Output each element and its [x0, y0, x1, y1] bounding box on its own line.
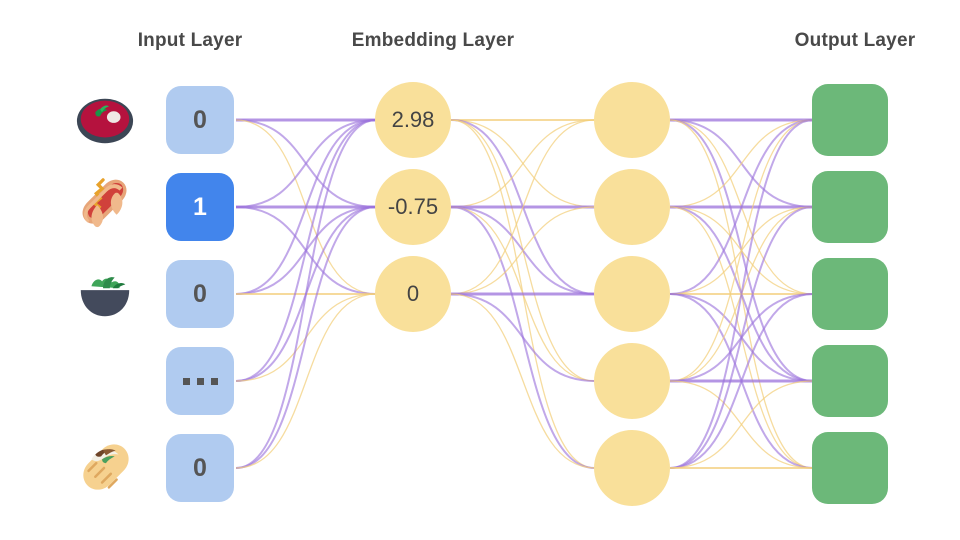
input-node-2[interactable]: 0	[166, 260, 234, 328]
input-node-1[interactable]: 1	[166, 173, 234, 241]
input-layer-title: Input Layer	[137, 30, 243, 51]
hidden-node-3[interactable]	[594, 343, 670, 419]
output-node-2[interactable]	[812, 258, 888, 330]
embedding-node-2[interactable]: 0	[375, 256, 451, 332]
hidden-node-1[interactable]	[594, 169, 670, 245]
stew-bowl-icon	[76, 98, 134, 144]
embedding-node-0[interactable]: 2.98	[375, 82, 451, 158]
input-node-value: 0	[193, 453, 207, 482]
embedding-node-value: 0	[406, 281, 420, 306]
hidden-node-2[interactable]	[594, 256, 670, 332]
output-layer-title: Output Layer	[794, 30, 916, 51]
input-node-value: 0	[193, 279, 207, 308]
embedding-node-value: 2.98	[391, 107, 435, 132]
embedding-node-1[interactable]: -0.75	[375, 169, 451, 245]
green-salad-icon	[80, 277, 130, 317]
input-node-ellipsis[interactable]	[166, 347, 234, 415]
embedding-node-value: -0.75	[387, 194, 439, 219]
burrito-icon	[83, 444, 129, 490]
output-node-0[interactable]	[812, 84, 888, 156]
input-node-0[interactable]: 0	[166, 86, 234, 154]
hidden-node-4[interactable]	[594, 430, 670, 506]
input-node-4[interactable]: 0	[166, 434, 234, 502]
input-node-value: 0	[193, 105, 207, 134]
ellipsis-icon	[182, 377, 218, 385]
output-node-1[interactable]	[812, 171, 888, 243]
output-node-3[interactable]	[812, 345, 888, 417]
input-node-value: 1	[193, 192, 207, 221]
output-node-4[interactable]	[812, 432, 888, 504]
hot-dog-icon	[82, 178, 127, 228]
hidden-node-0[interactable]	[594, 82, 670, 158]
embedding-layer-title: Embedding Layer	[351, 30, 515, 51]
